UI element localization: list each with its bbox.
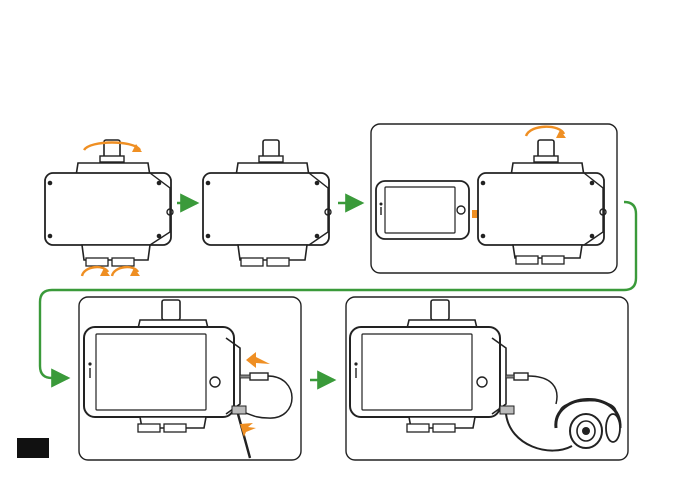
rotate-knob-icon (526, 127, 566, 138)
step-2-rig (203, 140, 331, 266)
headphones-icon (556, 399, 620, 448)
rotate-knob-icon (82, 267, 140, 276)
step-5-rig-with-phone (350, 300, 506, 432)
step-4-cable (232, 373, 292, 458)
corner-tab (17, 438, 49, 458)
step-3-rig (478, 140, 606, 264)
plug-in-arrow-icon (240, 352, 270, 437)
step-3-phone (376, 181, 469, 239)
step-1-rig (45, 140, 173, 266)
step-4-rig-with-phone (84, 300, 240, 432)
